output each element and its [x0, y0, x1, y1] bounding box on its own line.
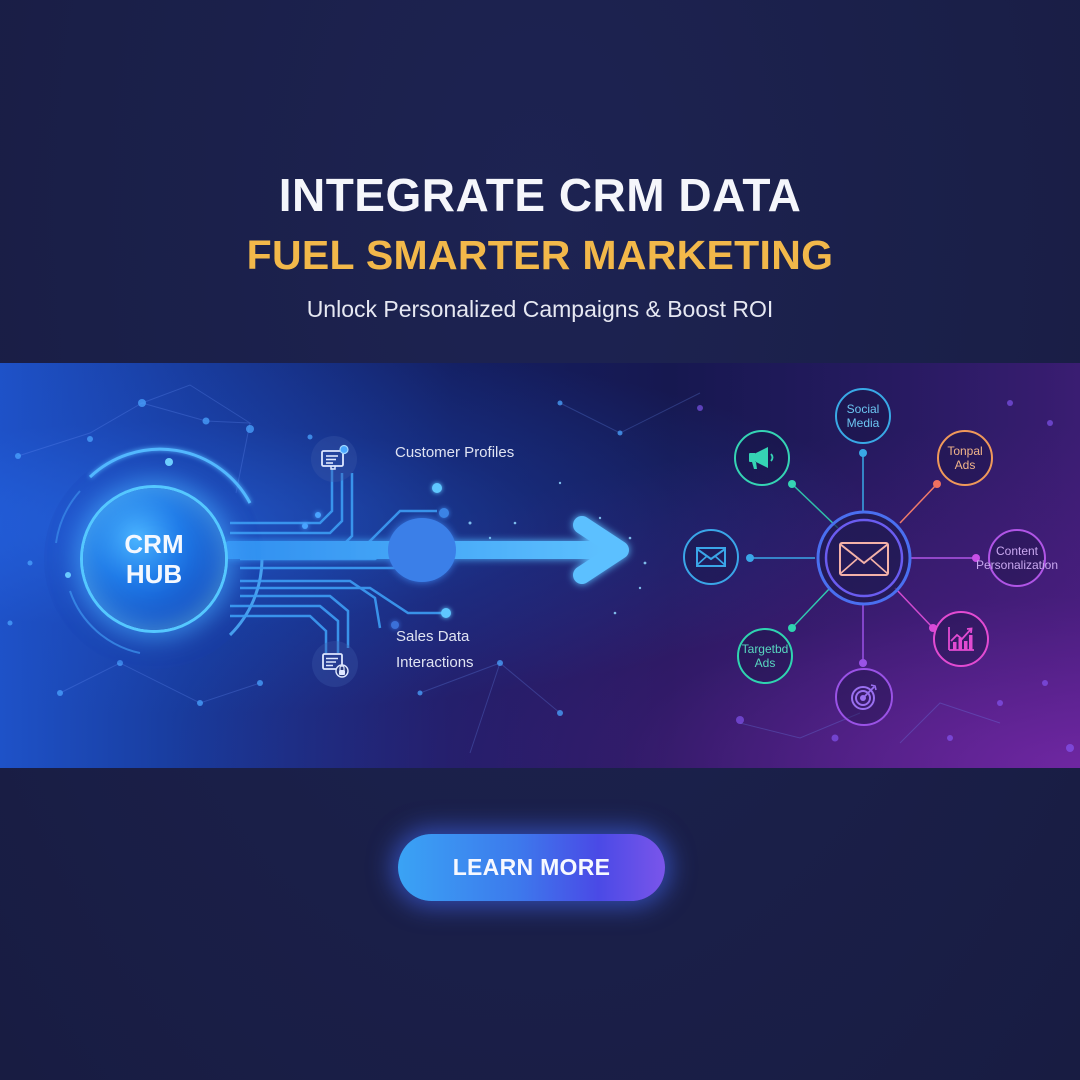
- channel-content-personalization[interactable]: Content Personalization: [976, 529, 1058, 587]
- sales-data-source: [312, 641, 358, 687]
- profile-card-icon: [321, 444, 349, 470]
- subtitle: Unlock Personalized Campaigns & Boost RO…: [306, 296, 774, 322]
- headline-primary: INTEGRATE CRM DATA: [278, 169, 802, 221]
- customer-profiles-label: Customer Profiles: [395, 444, 515, 461]
- channel-announcements[interactable]: [734, 430, 790, 486]
- target-icon: [851, 684, 877, 710]
- channel-targeting[interactable]: [835, 668, 893, 726]
- center-email-hub: [816, 510, 912, 606]
- hero-section: INTEGRATE CRM DATA FUEL SMARTER MARKETIN…: [0, 0, 1080, 363]
- channel-email[interactable]: [683, 529, 739, 585]
- channel-targeted-ads[interactable]: Targetbd Ads: [737, 628, 793, 684]
- envelope-icon: [696, 547, 726, 567]
- hub-label-line2: HUB: [125, 559, 183, 589]
- learn-more-button[interactable]: LEARN MORE: [398, 834, 665, 901]
- headline-secondary: FUEL SMARTER MARKETING: [246, 232, 834, 278]
- customer-profiles-source: [311, 436, 357, 482]
- sales-data-lock-icon: [322, 653, 349, 678]
- crm-hub: CRM HUB: [83, 488, 225, 630]
- channel-social-media[interactable]: Social Media: [835, 388, 891, 444]
- growth-chart-icon: [948, 627, 974, 651]
- megaphone-icon: [749, 447, 774, 469]
- crm-flow-banner: CRM HUB Customer Profiles: [0, 363, 1080, 768]
- sales-data-label: Sales Data Interactions: [396, 628, 474, 671]
- channel-analytics[interactable]: [933, 611, 989, 667]
- channel-tonpal-ads[interactable]: Tonpal Ads: [937, 430, 993, 486]
- hub-label-line1: CRM: [124, 529, 184, 559]
